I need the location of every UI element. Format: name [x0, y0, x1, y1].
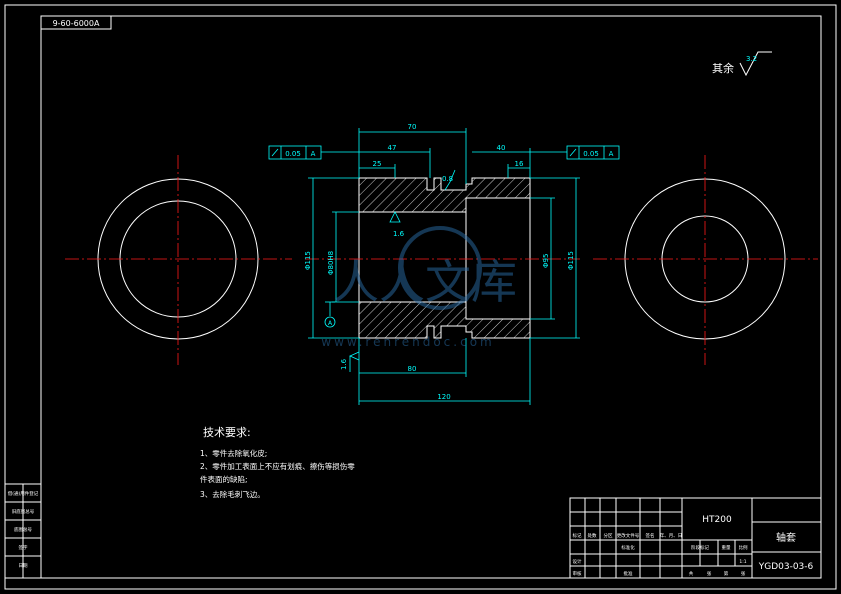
general-finish-note: 其余 3.2: [712, 51, 772, 77]
title-block: 标记 处数 分区 更改文件号 签名 年、月、日 设计 审核 标准化 批准 HT2…: [569, 497, 822, 579]
tolerance-right-value: 0.05: [583, 150, 599, 158]
drawing-number: YGD03-03-6: [758, 562, 814, 572]
dim-dia-left-outer: Φ115: [304, 251, 312, 270]
side-row-label: 签字: [19, 544, 28, 551]
tb-small-label: 审核: [573, 570, 582, 577]
dim-dia-left-bore: Φ80H8: [327, 251, 335, 275]
inner-frame: [40, 15, 822, 579]
roughness-left-value: 1.6: [340, 358, 348, 370]
tech-req-item: 2、零件加工表面上不应有划痕、擦伤等损伤零: [200, 461, 355, 471]
datum-marker: A: [324, 301, 336, 328]
sheet-label: 第: [724, 570, 729, 577]
dim-47: 47: [388, 144, 397, 152]
roughness-groove-value: 0.8: [442, 175, 453, 183]
finish-note-value: 3.2: [746, 55, 757, 63]
side-row-label: 日期: [19, 563, 28, 569]
roughness-groove: 0.8: [442, 169, 456, 191]
watermark-url: www.renrendoc.com: [321, 335, 494, 349]
drawing-code-box: 9-60-6000A: [40, 15, 112, 30]
dim-40: 40: [497, 144, 506, 152]
tb-small-label: 设计: [573, 558, 582, 565]
outer-border: [4, 4, 837, 590]
dim-16: 16: [515, 160, 524, 168]
scale-value: 1:1: [739, 559, 746, 565]
tb-row-label: 年、月、日: [660, 532, 683, 539]
tb-row-label: 处数: [588, 532, 597, 539]
tolerance-right-datum: A: [609, 150, 614, 158]
roughness-bore: 1.6: [389, 211, 405, 238]
tb-small-label: 标准化: [621, 544, 635, 551]
dim-120: 120: [437, 393, 450, 401]
tech-req-item: 1、零件去除氧化皮;: [200, 448, 267, 458]
tb-row-label: 标记: [573, 532, 582, 539]
tb-row-label: 签名: [646, 532, 655, 539]
drawing-code: 9-60-6000A: [53, 19, 100, 28]
material-label: HT200: [702, 515, 732, 525]
tolerance-frame-left: 0.05 A: [268, 145, 359, 160]
sheet-label: 张: [707, 570, 712, 577]
tolerance-left-value: 0.05: [285, 150, 301, 158]
tb-small-label: 批准: [624, 570, 633, 577]
watermark-brand: 人人文库: [333, 255, 517, 309]
watermark: 人人文库 www.renrendoc.com: [321, 226, 517, 349]
dim-dia-right-bore: Φ95: [542, 254, 550, 268]
tech-req-item: 件表面的缺陷;: [200, 474, 248, 484]
finish-note-label: 其余: [712, 61, 734, 75]
tech-req-title: 技术要求:: [203, 426, 251, 439]
tb-row-label: 分区: [604, 532, 613, 539]
tb-stage-label: 比例: [739, 544, 748, 551]
side-table: 借(通)用件登记 旧底图总号 底图总号 签字 日期: [4, 483, 42, 579]
sheet-label: 共: [689, 570, 694, 577]
tolerance-left-datum: A: [311, 150, 316, 158]
side-row-label: 借(通)用件登记: [8, 490, 39, 497]
roughness-left-face: 1.6: [340, 351, 360, 372]
part-name: 轴套: [776, 531, 796, 544]
tb-stage-label: 阶段标记: [691, 544, 709, 551]
dim-25: 25: [373, 160, 382, 168]
tech-req-item: 3、去除毛刺飞边。: [200, 489, 265, 499]
dimension-lines: 70 47 25 40 16 80 120 Φ115 Φ80H8: [304, 123, 580, 405]
right-end-view: [593, 155, 818, 365]
side-row-label: 底图总号: [14, 526, 32, 533]
dim-80: 80: [408, 365, 417, 373]
tolerance-frame-right: 0.05 A: [530, 145, 620, 160]
side-row-label: 旧底图总号: [12, 508, 35, 515]
left-end-view: [65, 155, 292, 365]
tb-row-label: 更改文件号: [617, 532, 640, 539]
roughness-bore-value: 1.6: [393, 230, 405, 238]
dim-70: 70: [408, 123, 417, 131]
sheet-label: 张: [741, 570, 746, 577]
datum-label: A: [328, 320, 333, 327]
dim-dia-right-outer: Φ115: [567, 251, 575, 270]
tech-requirements: 技术要求: 1、零件去除氧化皮; 2、零件加工表面上不应有划痕、擦伤等损伤零 件…: [200, 426, 355, 499]
tb-stage-label: 重量: [722, 544, 731, 551]
